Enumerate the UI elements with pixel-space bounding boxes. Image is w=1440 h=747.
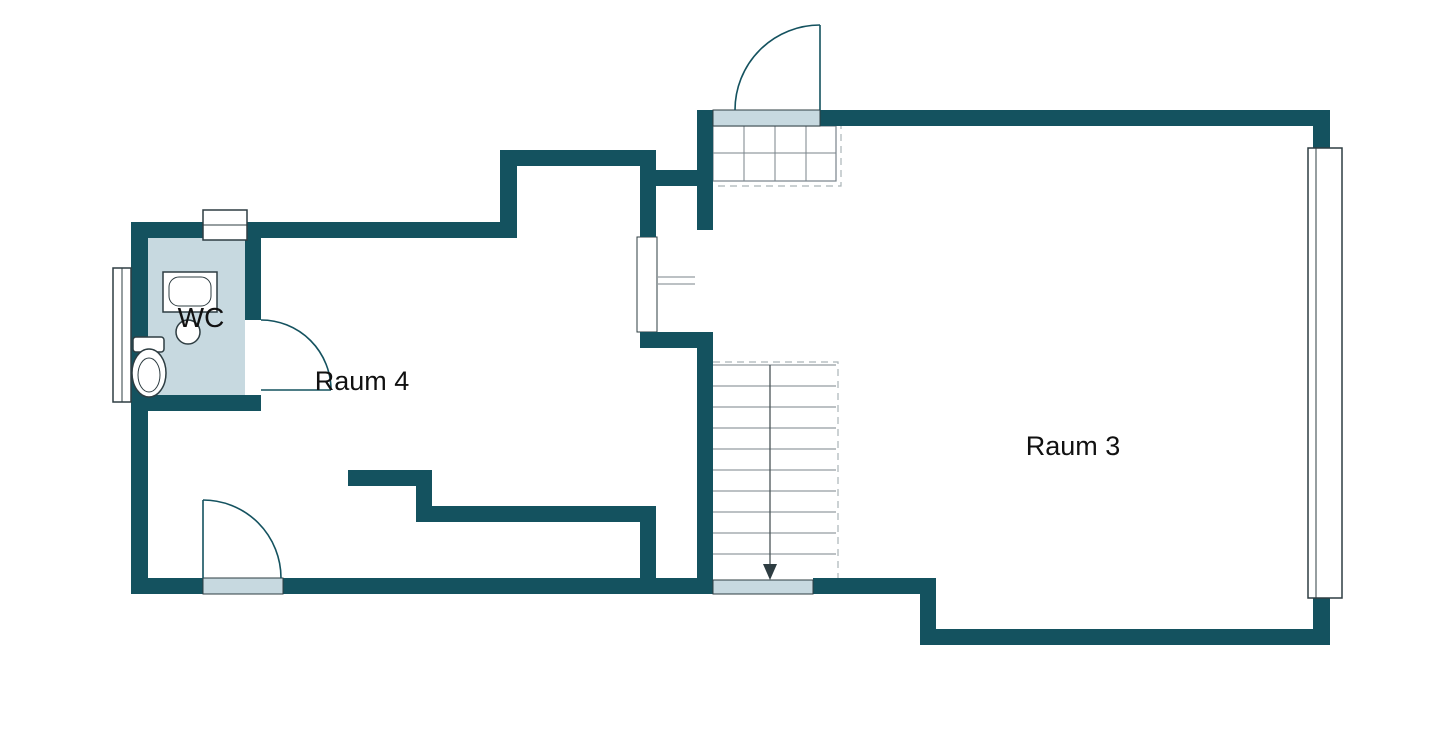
stair-treads (713, 126, 836, 181)
stair-flight-lower (713, 361, 839, 580)
wall-segment (640, 332, 713, 348)
wall-segment (131, 578, 203, 594)
wall-segment (1313, 110, 1330, 150)
wall-segment (820, 110, 1330, 126)
toilet-bowl (131, 348, 167, 398)
stair-treads (713, 364, 836, 555)
vent-lines (658, 276, 695, 285)
window-symbol (1307, 147, 1343, 599)
sink-basin (162, 271, 218, 313)
door-arc (734, 24, 821, 111)
window-wc (202, 209, 248, 241)
shaft-box (636, 236, 658, 333)
wall-segment (247, 222, 517, 238)
wall-segment (640, 150, 656, 237)
door-sill (712, 579, 814, 595)
wall-segment (920, 578, 936, 645)
door-top (734, 24, 821, 111)
walls (131, 110, 1330, 645)
wall-segment (245, 222, 261, 320)
wall-segment (131, 395, 261, 411)
wall-segment (500, 150, 517, 238)
window-left (112, 267, 132, 403)
wall-segment (416, 506, 656, 522)
toilet-bowl-inner (137, 357, 161, 393)
room-label-raum4: Raum 4 (315, 366, 410, 396)
wall-segment (348, 470, 432, 486)
wall-segment (640, 506, 656, 594)
wall-segment (920, 629, 1330, 645)
room-label-wc: WC (178, 302, 225, 333)
door-sill (712, 109, 821, 127)
wall-segment (813, 578, 936, 594)
wall-segment (131, 222, 203, 238)
window-right (1307, 147, 1343, 599)
sink-icon (162, 271, 218, 345)
toilet-icon (131, 336, 167, 398)
stair-dashed-outline (713, 361, 839, 578)
stair-direction-arrow-icon (763, 564, 777, 580)
wall-segment (500, 150, 656, 166)
sink-bowl (168, 276, 212, 307)
door-bottom-left (202, 499, 282, 579)
door-arc (260, 319, 332, 391)
wall-segment (697, 332, 713, 594)
door-wc (260, 319, 332, 391)
door-arc (202, 499, 282, 579)
door-sill (202, 577, 284, 595)
room-label-raum3: Raum 3 (1026, 431, 1121, 461)
wall-segment (283, 578, 713, 594)
stair-flight-upper (709, 120, 842, 187)
wall-segment (697, 110, 713, 230)
sink-drain (175, 319, 201, 345)
